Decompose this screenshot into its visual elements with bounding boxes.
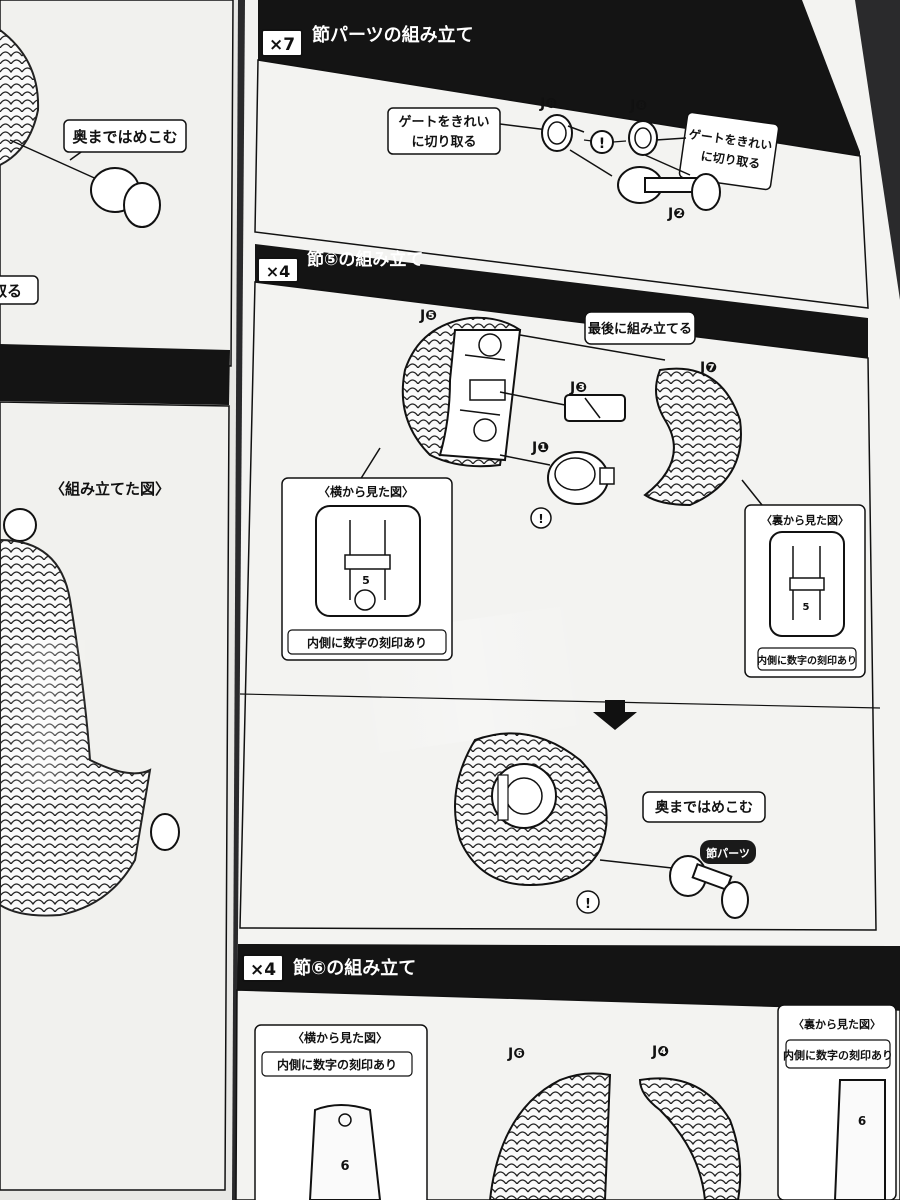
shell-part-j5-drawing xyxy=(401,316,522,468)
engraved-number-side: 5 xyxy=(362,574,370,587)
press-in-label: 奥まではめこむ xyxy=(655,799,753,816)
gate-part-drawing-a xyxy=(541,114,585,152)
step-segment-6: ×4 節⑥の組み立て 〈横から見た図〉 内側に数字の刻印あり 6 J❻ J❹ 〈… xyxy=(235,944,900,1200)
joint-part-tag: 節パーツ xyxy=(706,846,750,860)
engraved-number-side: 6 xyxy=(340,1159,349,1174)
part-label-j2: J❷ xyxy=(667,206,685,222)
side-view-drawing xyxy=(308,1104,382,1200)
step-multiplier: ×4 xyxy=(266,262,291,281)
back-view-drawing xyxy=(833,1079,886,1200)
step-header-bar xyxy=(255,244,868,358)
back-view-drawing xyxy=(769,531,845,637)
gate-part-drawing-b xyxy=(628,120,658,156)
left-page: 奥まではめこむ 取る 〈組み立てた図〉 xyxy=(0,0,238,1200)
joint-ball-drawing xyxy=(90,167,161,228)
left-press-in-label: 奥まではめこむ xyxy=(72,128,177,146)
part-label-j1: J❶ xyxy=(531,440,549,456)
step-title: 節⑤の組み立て xyxy=(306,249,423,270)
assemble-last-label: 最後に組み立てる xyxy=(588,321,692,337)
part-j3-drawing xyxy=(499,391,626,422)
left-header-bar xyxy=(0,344,230,405)
step-segment-5: ×4 節⑤の組み立て J❺ 最後に組み立てる J❼ J❸ J❶ xyxy=(239,244,881,931)
left-cut-label-fragment: 取る xyxy=(0,282,22,300)
warning-mark: ! xyxy=(599,136,605,152)
down-arrow-icon xyxy=(593,700,637,730)
assembled-segment-drawing xyxy=(454,732,608,887)
engraved-number-back: 6 xyxy=(858,1114,866,1128)
part-label-j7: J❼ xyxy=(699,360,717,376)
warning-mark: ! xyxy=(585,897,591,912)
shell-part-j6-drawing xyxy=(488,1072,612,1200)
side-view-drawing xyxy=(315,505,421,617)
step-title: 節⑥の組み立て xyxy=(293,957,416,979)
step-multiplier: ×7 xyxy=(269,35,295,55)
gate-callout-left-line1: ゲートをきれい xyxy=(398,114,489,130)
part-label-j3: J❸ xyxy=(569,380,587,396)
part-label-j6: J❻ xyxy=(507,1046,525,1062)
part-label-j4: J❹ xyxy=(651,1044,669,1060)
warning-mark: ! xyxy=(538,512,543,526)
engraved-note-side: 内側に数字の刻印あり xyxy=(277,1057,397,1072)
scale-segment-drawing xyxy=(0,29,40,166)
part-label-j8-a: J❽ xyxy=(539,96,557,112)
engraved-note-side: 内側に数字の刻印あり xyxy=(307,635,427,650)
step-title: 節パーツの組み立て xyxy=(312,24,474,46)
step-joint-parts: ×7 節パーツの組み立て ゲートをきれい に切り取る J❽ ! J❽ ゲートをき… xyxy=(254,0,869,309)
part-label-j8-b: J❽ xyxy=(629,98,647,114)
step-header-bar xyxy=(237,944,900,1010)
engraved-number-back: 5 xyxy=(803,602,810,613)
back-view-title: 〈裏から見た図〉 xyxy=(761,513,849,527)
joint-part-drawing xyxy=(669,855,749,919)
engraved-note-back: 内側に数字の刻印あり xyxy=(757,654,857,667)
engraved-note-back: 内側に数字の刻印あり xyxy=(783,1048,893,1062)
side-view-title: 〈横から見た図〉 xyxy=(318,484,414,499)
part-label-j5: J❺ xyxy=(419,308,437,324)
joint-part-j2-drawing xyxy=(617,166,721,211)
step-multiplier: ×4 xyxy=(250,960,276,980)
gate-callout-left-line2: に切り取る xyxy=(411,135,476,150)
side-view-title: 〈横から見た図〉 xyxy=(292,1030,388,1045)
ring-part-j1-drawing xyxy=(499,451,615,505)
back-view-title: 〈裏から見た図〉 xyxy=(793,1017,881,1031)
shell-part-j7-drawing xyxy=(643,367,742,507)
left-assembled-view-title: 〈組み立てた図〉 xyxy=(50,480,170,498)
